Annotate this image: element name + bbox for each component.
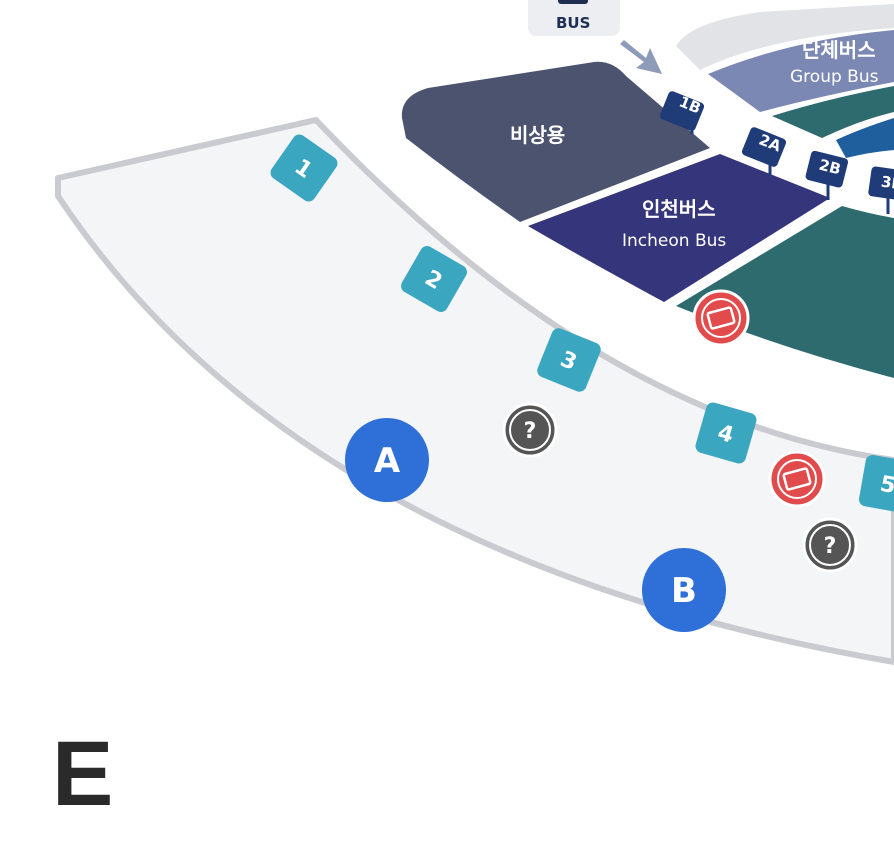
emergency-label: 비상용 — [510, 123, 565, 147]
entrance-letter: A — [374, 441, 401, 481]
bus-stop-2b[interactable]: 2B — [805, 150, 849, 200]
bus-stop-label: 2B — [817, 156, 843, 179]
help-icon[interactable]: ? — [502, 402, 558, 458]
group-bus-label-ko: 단체버스 — [802, 38, 876, 62]
arrow-icon — [620, 40, 662, 74]
bus-sign: BUS — [528, 0, 620, 36]
bus-stop-3b[interactable]: 3B — [868, 166, 894, 214]
help-symbol: ? — [824, 534, 837, 559]
gate-4[interactable]: 4 — [694, 401, 758, 465]
entrance-b[interactable]: B — [642, 548, 726, 632]
group-bus-label-en: Group Bus — [790, 67, 879, 87]
teal-zone — [676, 206, 894, 378]
gate-5[interactable]: 5 — [858, 454, 894, 514]
walkway-band — [55, 117, 894, 665]
bus-stop-label: 3B — [880, 173, 894, 194]
bus-icon — [558, 0, 588, 4]
ticket-icon[interactable] — [768, 450, 826, 508]
gate-2[interactable]: 2 — [398, 243, 469, 314]
bus-label: BUS — [556, 14, 590, 32]
gate-number: 4 — [715, 420, 737, 448]
incheon-bus-label-ko: 인천버스 — [642, 197, 716, 221]
group-bus-zone: 단체버스 Group Bus — [708, 30, 894, 112]
help-icon[interactable]: ? — [802, 517, 858, 573]
entrance-letter: B — [671, 571, 697, 611]
bus-stop-2a[interactable]: 2A — [741, 126, 787, 176]
emergency-zone: 비상용 — [401, 61, 710, 223]
gate-3[interactable]: 3 — [535, 326, 603, 394]
gate-number: 5 — [878, 472, 894, 499]
incheon-bus-label-en: Incheon Bus — [622, 231, 726, 251]
teal-strip — [772, 86, 894, 158]
incheon-bus-zone: 인천버스 Incheon Bus — [528, 154, 830, 302]
gate-1[interactable]: 1 — [268, 132, 340, 204]
section-label: E — [52, 723, 114, 825]
help-symbol: ? — [524, 419, 537, 444]
entrance-a[interactable]: A — [345, 418, 429, 502]
ticket-icon[interactable] — [692, 289, 750, 347]
upper-band — [676, 4, 894, 70]
